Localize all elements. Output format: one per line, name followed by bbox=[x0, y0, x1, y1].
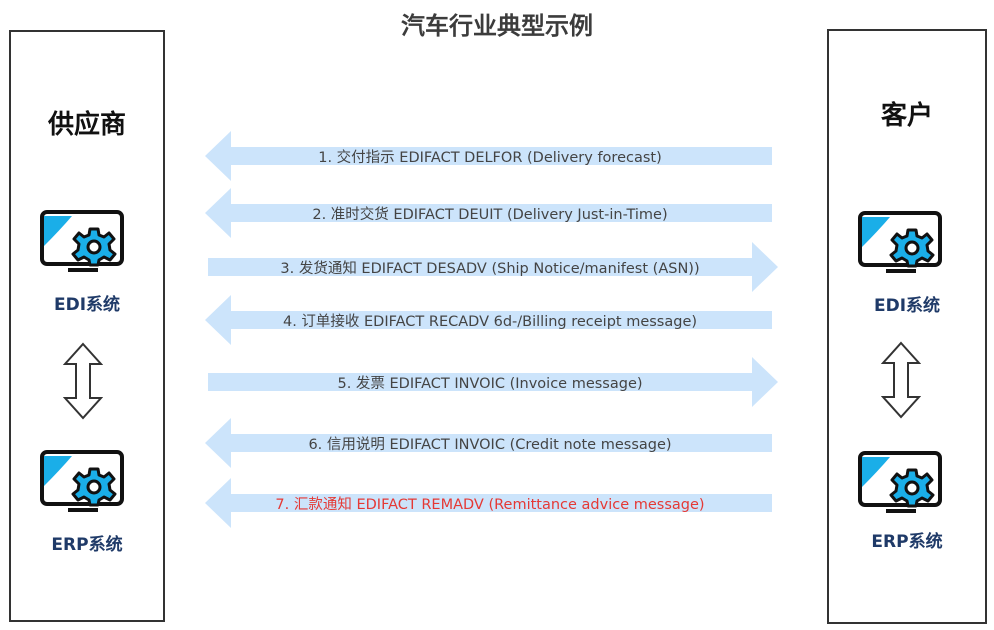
computer-gear-icon bbox=[40, 450, 124, 512]
computer-gear-icon bbox=[40, 210, 124, 272]
supplier-edi-label: EDI系统 bbox=[53, 295, 121, 315]
flow-arrow-5 bbox=[208, 357, 778, 407]
flow-arrow-2 bbox=[205, 188, 772, 238]
customer-panel: 客户 EDI系统 ERP系统 bbox=[827, 29, 987, 624]
customer-title: 客户 bbox=[880, 101, 933, 131]
computer-gear-icon bbox=[858, 211, 942, 273]
bidirectional-arrow-icon bbox=[63, 342, 103, 420]
flow-label-6: 6. 信用说明 EDIFACT INVOIC (Credit note mess… bbox=[308, 437, 672, 453]
flow-arrow-7 bbox=[205, 478, 772, 528]
flow-arrow-4 bbox=[205, 295, 772, 345]
flow-arrow-6 bbox=[205, 418, 772, 468]
flow-label-3: 3. 发货通知 EDIFACT DESADV (Ship Notice/mani… bbox=[280, 261, 700, 277]
computer-gear-icon bbox=[858, 451, 942, 513]
customer-erp-label: ERP系统 bbox=[871, 532, 943, 552]
flow-label-1: 1. 交付指示 EDIFACT DELFOR (Delivery forecas… bbox=[318, 150, 662, 166]
diagram-title: 汽车行业典型示例 bbox=[401, 12, 593, 40]
bidirectional-arrow-icon bbox=[881, 341, 921, 419]
supplier-erp-label: ERP系统 bbox=[51, 535, 123, 555]
flow-arrow-3 bbox=[208, 242, 778, 292]
flow-label-2: 2. 准时交货 EDIFACT DEUIT (Delivery Just-in-… bbox=[312, 207, 668, 223]
supplier-panel: 供应商 EDI系统 ERP系统 bbox=[9, 30, 165, 622]
flow-arrow-1 bbox=[205, 131, 772, 181]
flow-label-4: 4. 订单接收 EDIFACT RECADV 6d-/Billing recei… bbox=[282, 314, 698, 330]
supplier-title: 供应商 bbox=[47, 110, 126, 140]
flow-label-7: 7. 汇款通知 EDIFACT REMADV (Remittance advic… bbox=[275, 497, 705, 513]
customer-edi-label: EDI系统 bbox=[873, 296, 941, 316]
flow-label-5: 5. 发票 EDIFACT INVOIC (Invoice message) bbox=[337, 376, 643, 392]
